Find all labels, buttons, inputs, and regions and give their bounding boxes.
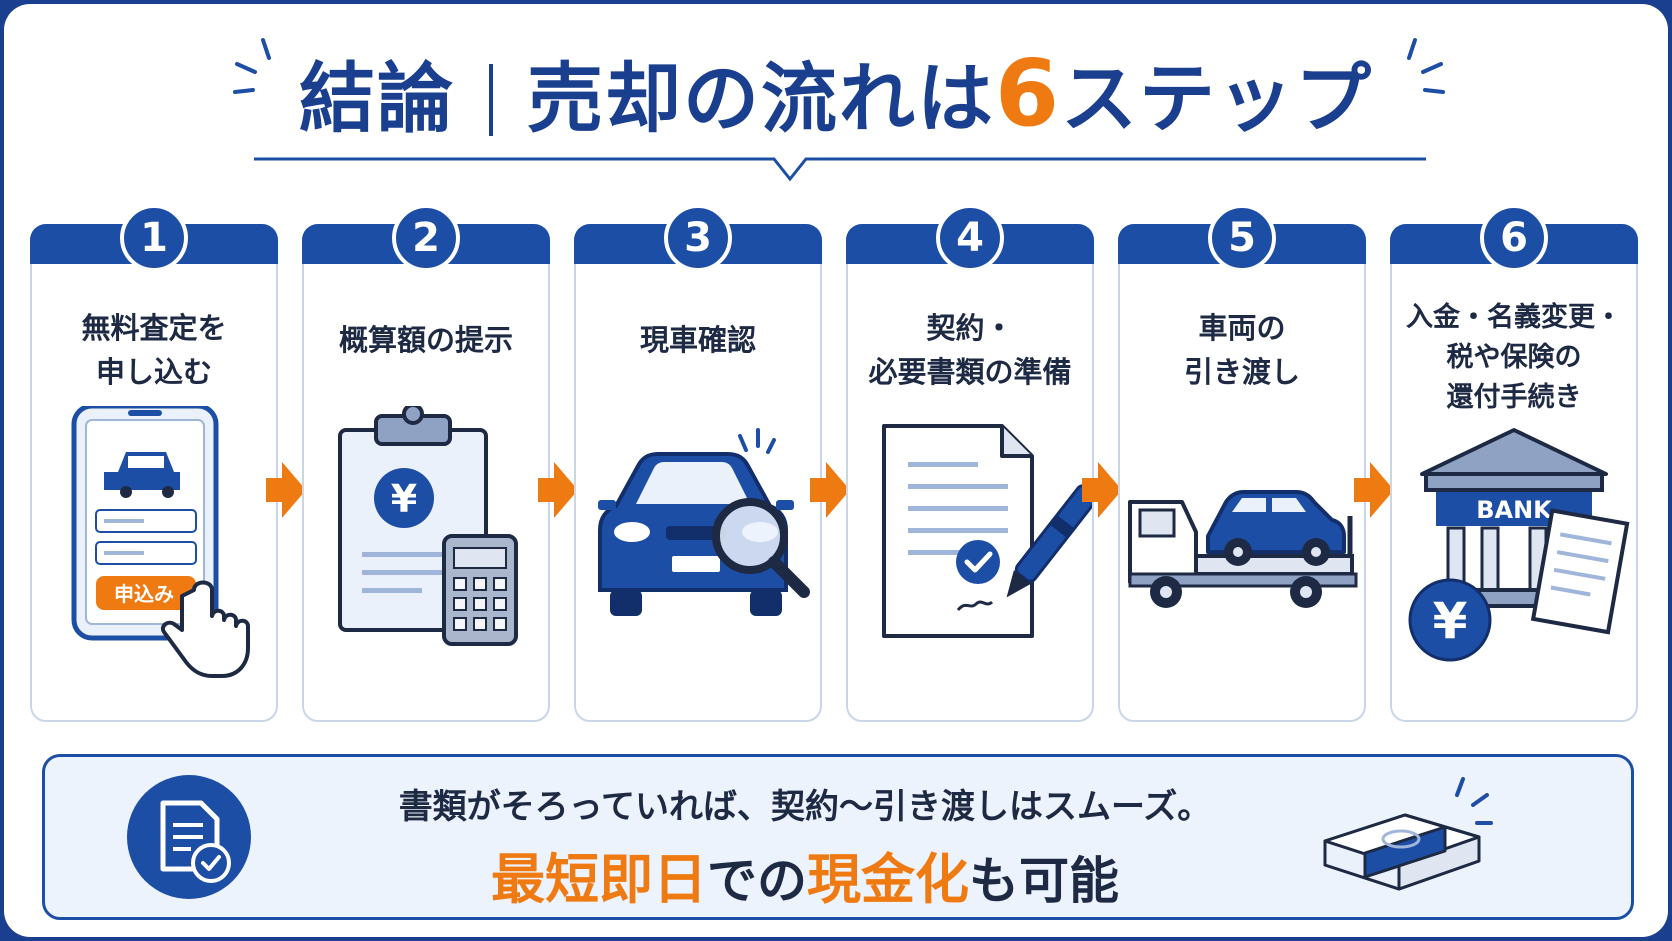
title-divider <box>488 64 493 136</box>
step-label: 無料査定を 申し込む <box>81 311 227 389</box>
title-main-after: ステップ <box>1061 54 1373 143</box>
banner-highlight-same-day: 最短即日 <box>491 848 707 911</box>
page-title: 結論売却の流れは6ステップ <box>4 44 1668 149</box>
step-number-badge: 4 <box>936 204 1004 272</box>
sparkle-right-icon <box>1407 38 1445 94</box>
step-card-2: 2 概算額の提示 ¥ <box>302 204 550 722</box>
step-label: 契約・ 必要書類の準備 <box>868 311 1072 389</box>
step-number-badge: 5 <box>1208 204 1276 272</box>
title-step-count: 6 <box>994 40 1061 147</box>
flow-arrow-icon <box>1082 462 1122 518</box>
yen-symbol: ¥ <box>1433 592 1468 650</box>
document-check-icon <box>127 775 251 899</box>
banner-text-de: での <box>707 852 807 910</box>
banner-text-line2: 最短即日での現金化も可能 <box>305 835 1305 914</box>
smartphone-apply-icon: 申込み <box>71 406 250 678</box>
step-card-6: 6 入金・名義変更・ 税や保険の 還付手続き BANK ¥ <box>1390 204 1638 722</box>
contract-pen-icon <box>882 424 1092 638</box>
step-card-1: 1 無料査定を 申し込む 申込み <box>30 204 278 722</box>
bank-sign: BANK <box>1476 496 1553 524</box>
title-lead: 結論 <box>298 54 455 143</box>
step-card-3: 3 現車確認 <box>574 204 822 722</box>
banner-text-possible: も可能 <box>969 852 1119 910</box>
clipboard-yen-calculator-icon: ¥ <box>338 406 518 646</box>
step-label: 概算額の提示 <box>338 323 513 357</box>
car-magnifier-icon <box>598 428 810 616</box>
flow-arrow-icon <box>1354 462 1394 518</box>
step-number-badge: 1 <box>120 204 188 272</box>
step-number-badge: 6 <box>1480 204 1548 272</box>
header-pointer-line <box>254 157 1426 182</box>
step-card-4: 4 契約・ 必要書類の準備 <box>846 204 1094 722</box>
flow-arrow-icon <box>810 462 850 518</box>
sparkle-left-icon <box>233 38 271 94</box>
step-label: 入金・名義変更・ 税や保険の 還付手続き <box>1406 302 1622 413</box>
flow-arrow-icon <box>538 462 578 518</box>
cash-stack-icon <box>1323 777 1493 891</box>
step-number-badge: 3 <box>664 204 732 272</box>
flow-arrow-icon <box>266 462 306 518</box>
step-number-badge: 2 <box>392 204 460 272</box>
banner-highlight-cash: 現金化 <box>807 848 969 911</box>
yen-symbol: ¥ <box>391 477 417 521</box>
summary-banner: 書類がそろっていれば、契約〜引き渡しはスムーズ。 最短即日での現金化も可能 <box>42 754 1634 920</box>
bank-yen-icon: BANK ¥ <box>1408 428 1630 662</box>
banner-text-line1: 書類がそろっていれば、契約〜引き渡しはスムーズ。 <box>398 787 1212 827</box>
infographic-frame: 結論売却の流れは6ステップ 1 無料査定を 申し込む 申込み <box>4 4 1668 937</box>
title-main-before: 売却の流れは <box>526 54 995 143</box>
step-label: 車両の 引き渡し <box>1183 311 1300 389</box>
tow-truck-icon <box>1128 490 1358 608</box>
step-label: 現車確認 <box>639 323 756 357</box>
step-card-5: 5 車両の 引き渡し <box>1118 204 1366 722</box>
apply-button-label: 申込み <box>114 582 174 606</box>
